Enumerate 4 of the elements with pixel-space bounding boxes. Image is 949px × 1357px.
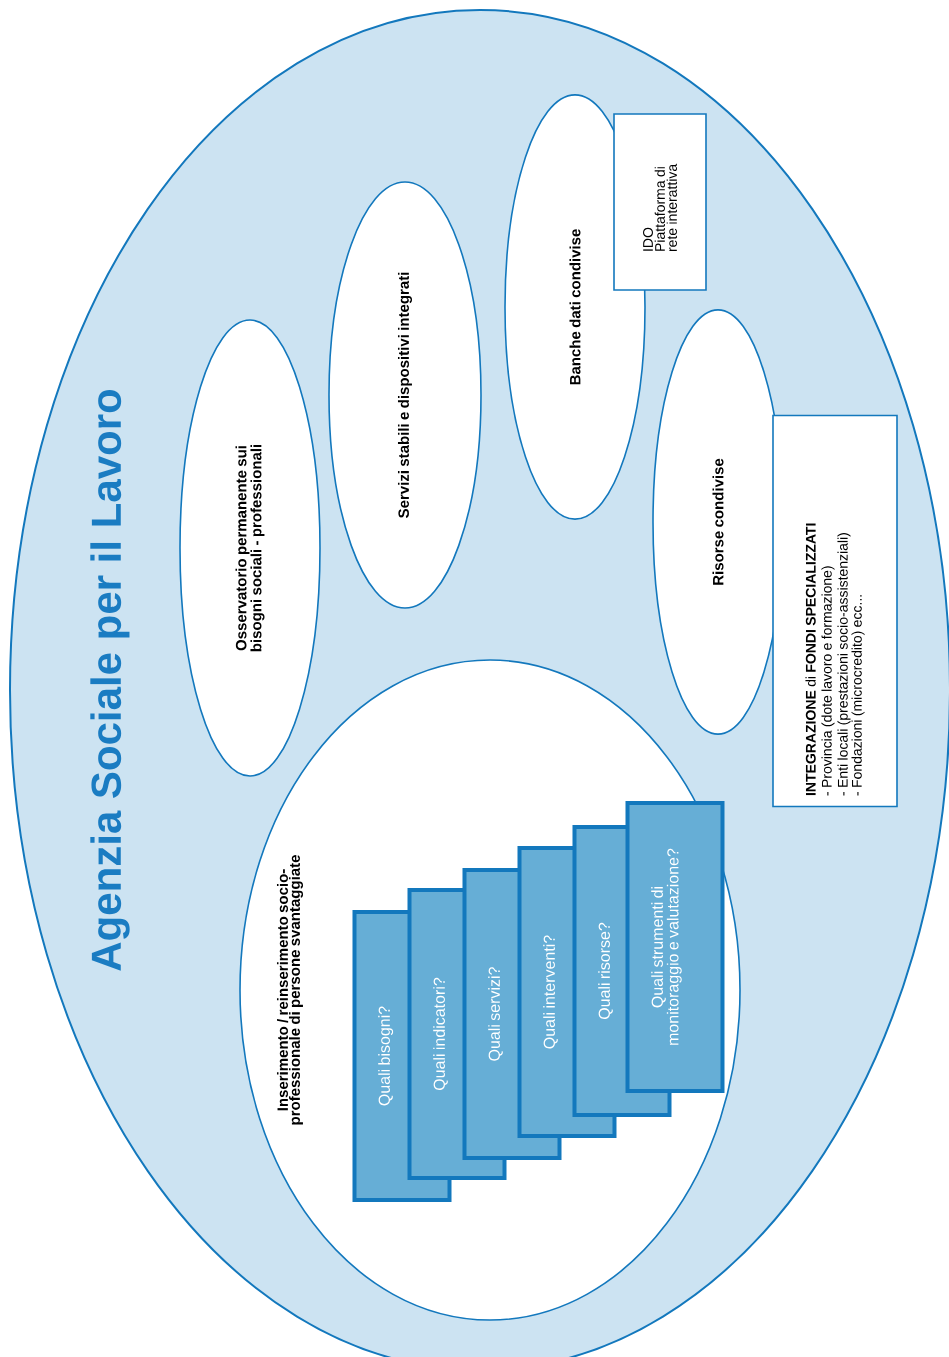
title: Agenzia Sociale per il Lavoro [90, 389, 130, 971]
heading: Inserimento / reinserimento socio-professionale di persone svantaggiate [277, 855, 304, 1125]
info-box: IDO Piattaforma di rete interattiva [613, 113, 707, 291]
question-card: Quali strumenti di monitoraggio e valutazione? [625, 801, 725, 1093]
